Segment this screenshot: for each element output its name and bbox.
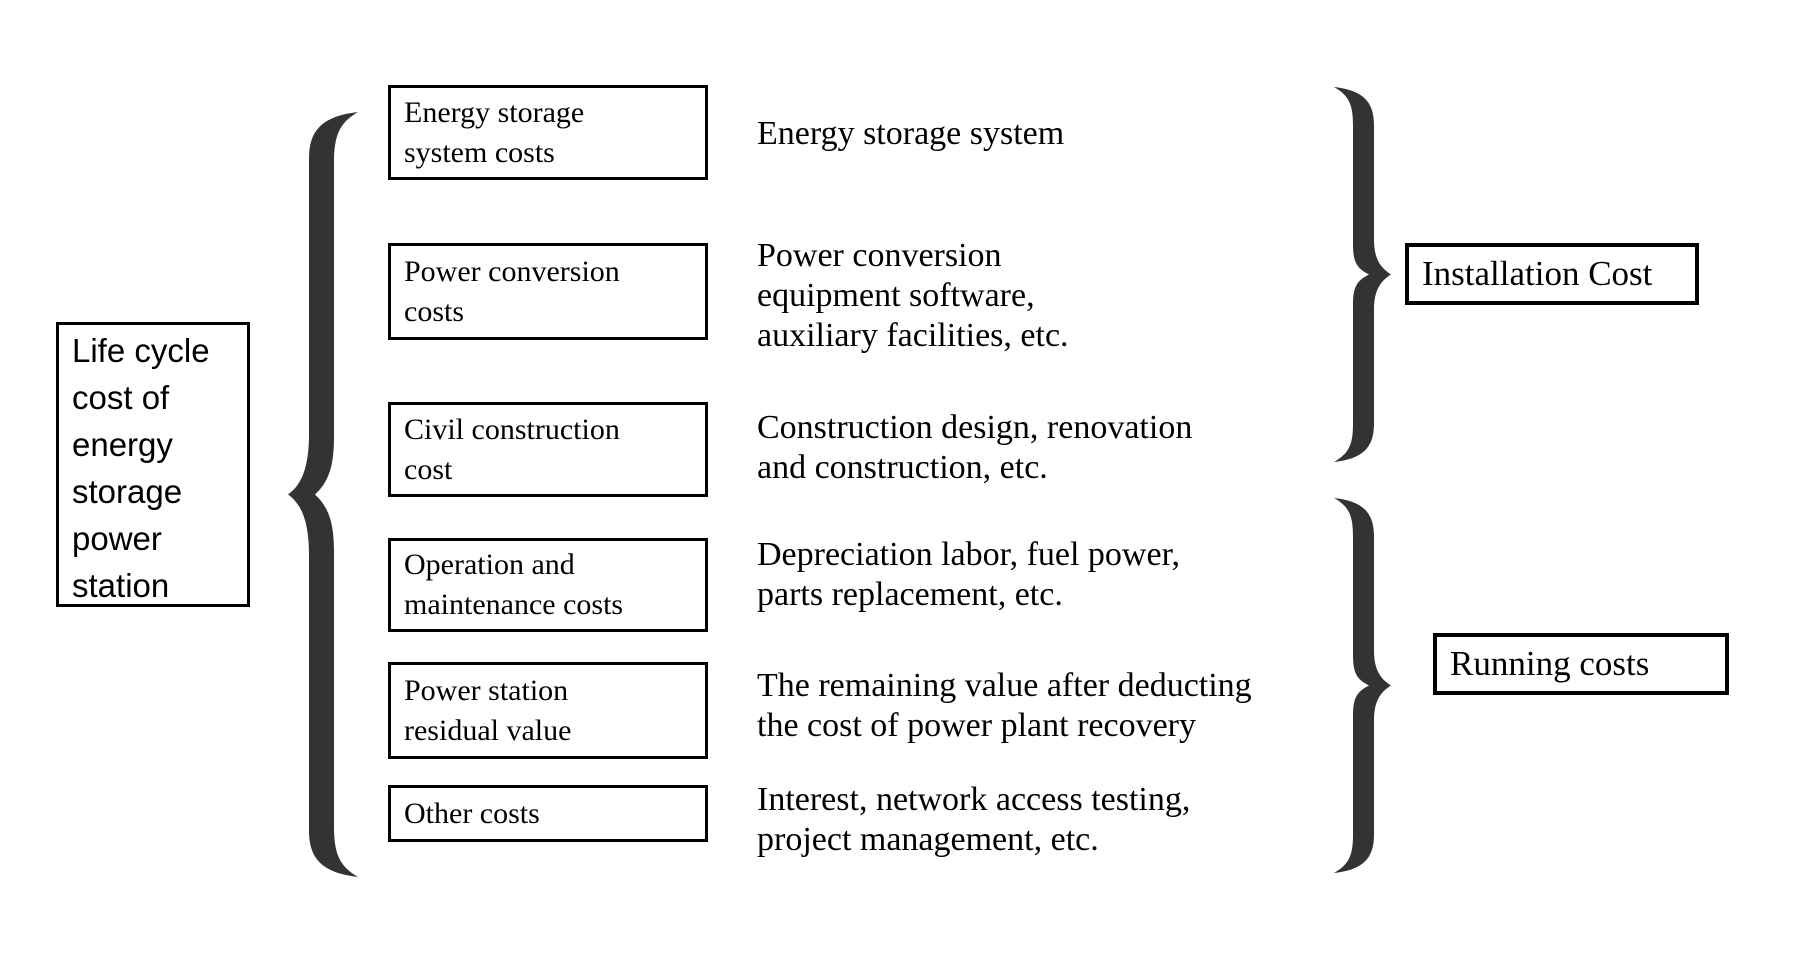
cost-item-label: Other costs	[404, 796, 540, 830]
running-costs-box: Running costs	[1433, 633, 1729, 695]
running-group-brace-path	[1334, 498, 1391, 873]
installation-cost-label: Installation Cost	[1422, 254, 1653, 293]
cost-item-label: Operation and maintenance costs	[404, 548, 624, 621]
cost-item-description: Depreciation labor, fuel power, parts re…	[757, 536, 1181, 613]
cost-item-label: Energy storage system costs	[404, 95, 585, 169]
cost-item-label: Civil construction cost	[404, 412, 620, 486]
cost-item-description: Interest, network access testing, projec…	[757, 781, 1191, 858]
cost-item-description: Energy storage system	[757, 115, 1065, 152]
installation-cost-box: Installation Cost	[1405, 243, 1699, 305]
installation-group-brace	[1334, 87, 1391, 462]
cost-item-box-civil-construction: Civil construction cost	[388, 402, 708, 497]
cost-item-box-power-conversion: Power conversion costs	[388, 243, 708, 340]
left-brace-path	[288, 112, 358, 877]
cost-item-description: Construction design, renovation and cons…	[757, 409, 1193, 486]
cost-item-description: The remaining value after deducting the …	[757, 667, 1252, 744]
root-label: Life cycle cost of energy storage power …	[72, 332, 210, 604]
cost-item-description: Power conversion equipment software, aux…	[757, 237, 1069, 354]
left-brace	[288, 112, 358, 877]
installation-group-brace-path	[1334, 87, 1391, 462]
cost-item-box-other-costs: Other costs	[388, 785, 708, 842]
cost-item-box-residual-value: Power station residual value	[388, 662, 708, 759]
cost-item-box-operation-maintenance: Operation and maintenance costs	[388, 538, 708, 632]
running-group-brace	[1334, 498, 1391, 873]
running-costs-label: Running costs	[1450, 644, 1650, 683]
root-box: Life cycle cost of energy storage power …	[56, 322, 250, 607]
cost-item-box-energy-storage: Energy storage system costs	[388, 85, 708, 180]
cost-item-label: Power conversion costs	[404, 254, 620, 328]
cost-item-label: Power station residual value	[404, 673, 572, 747]
